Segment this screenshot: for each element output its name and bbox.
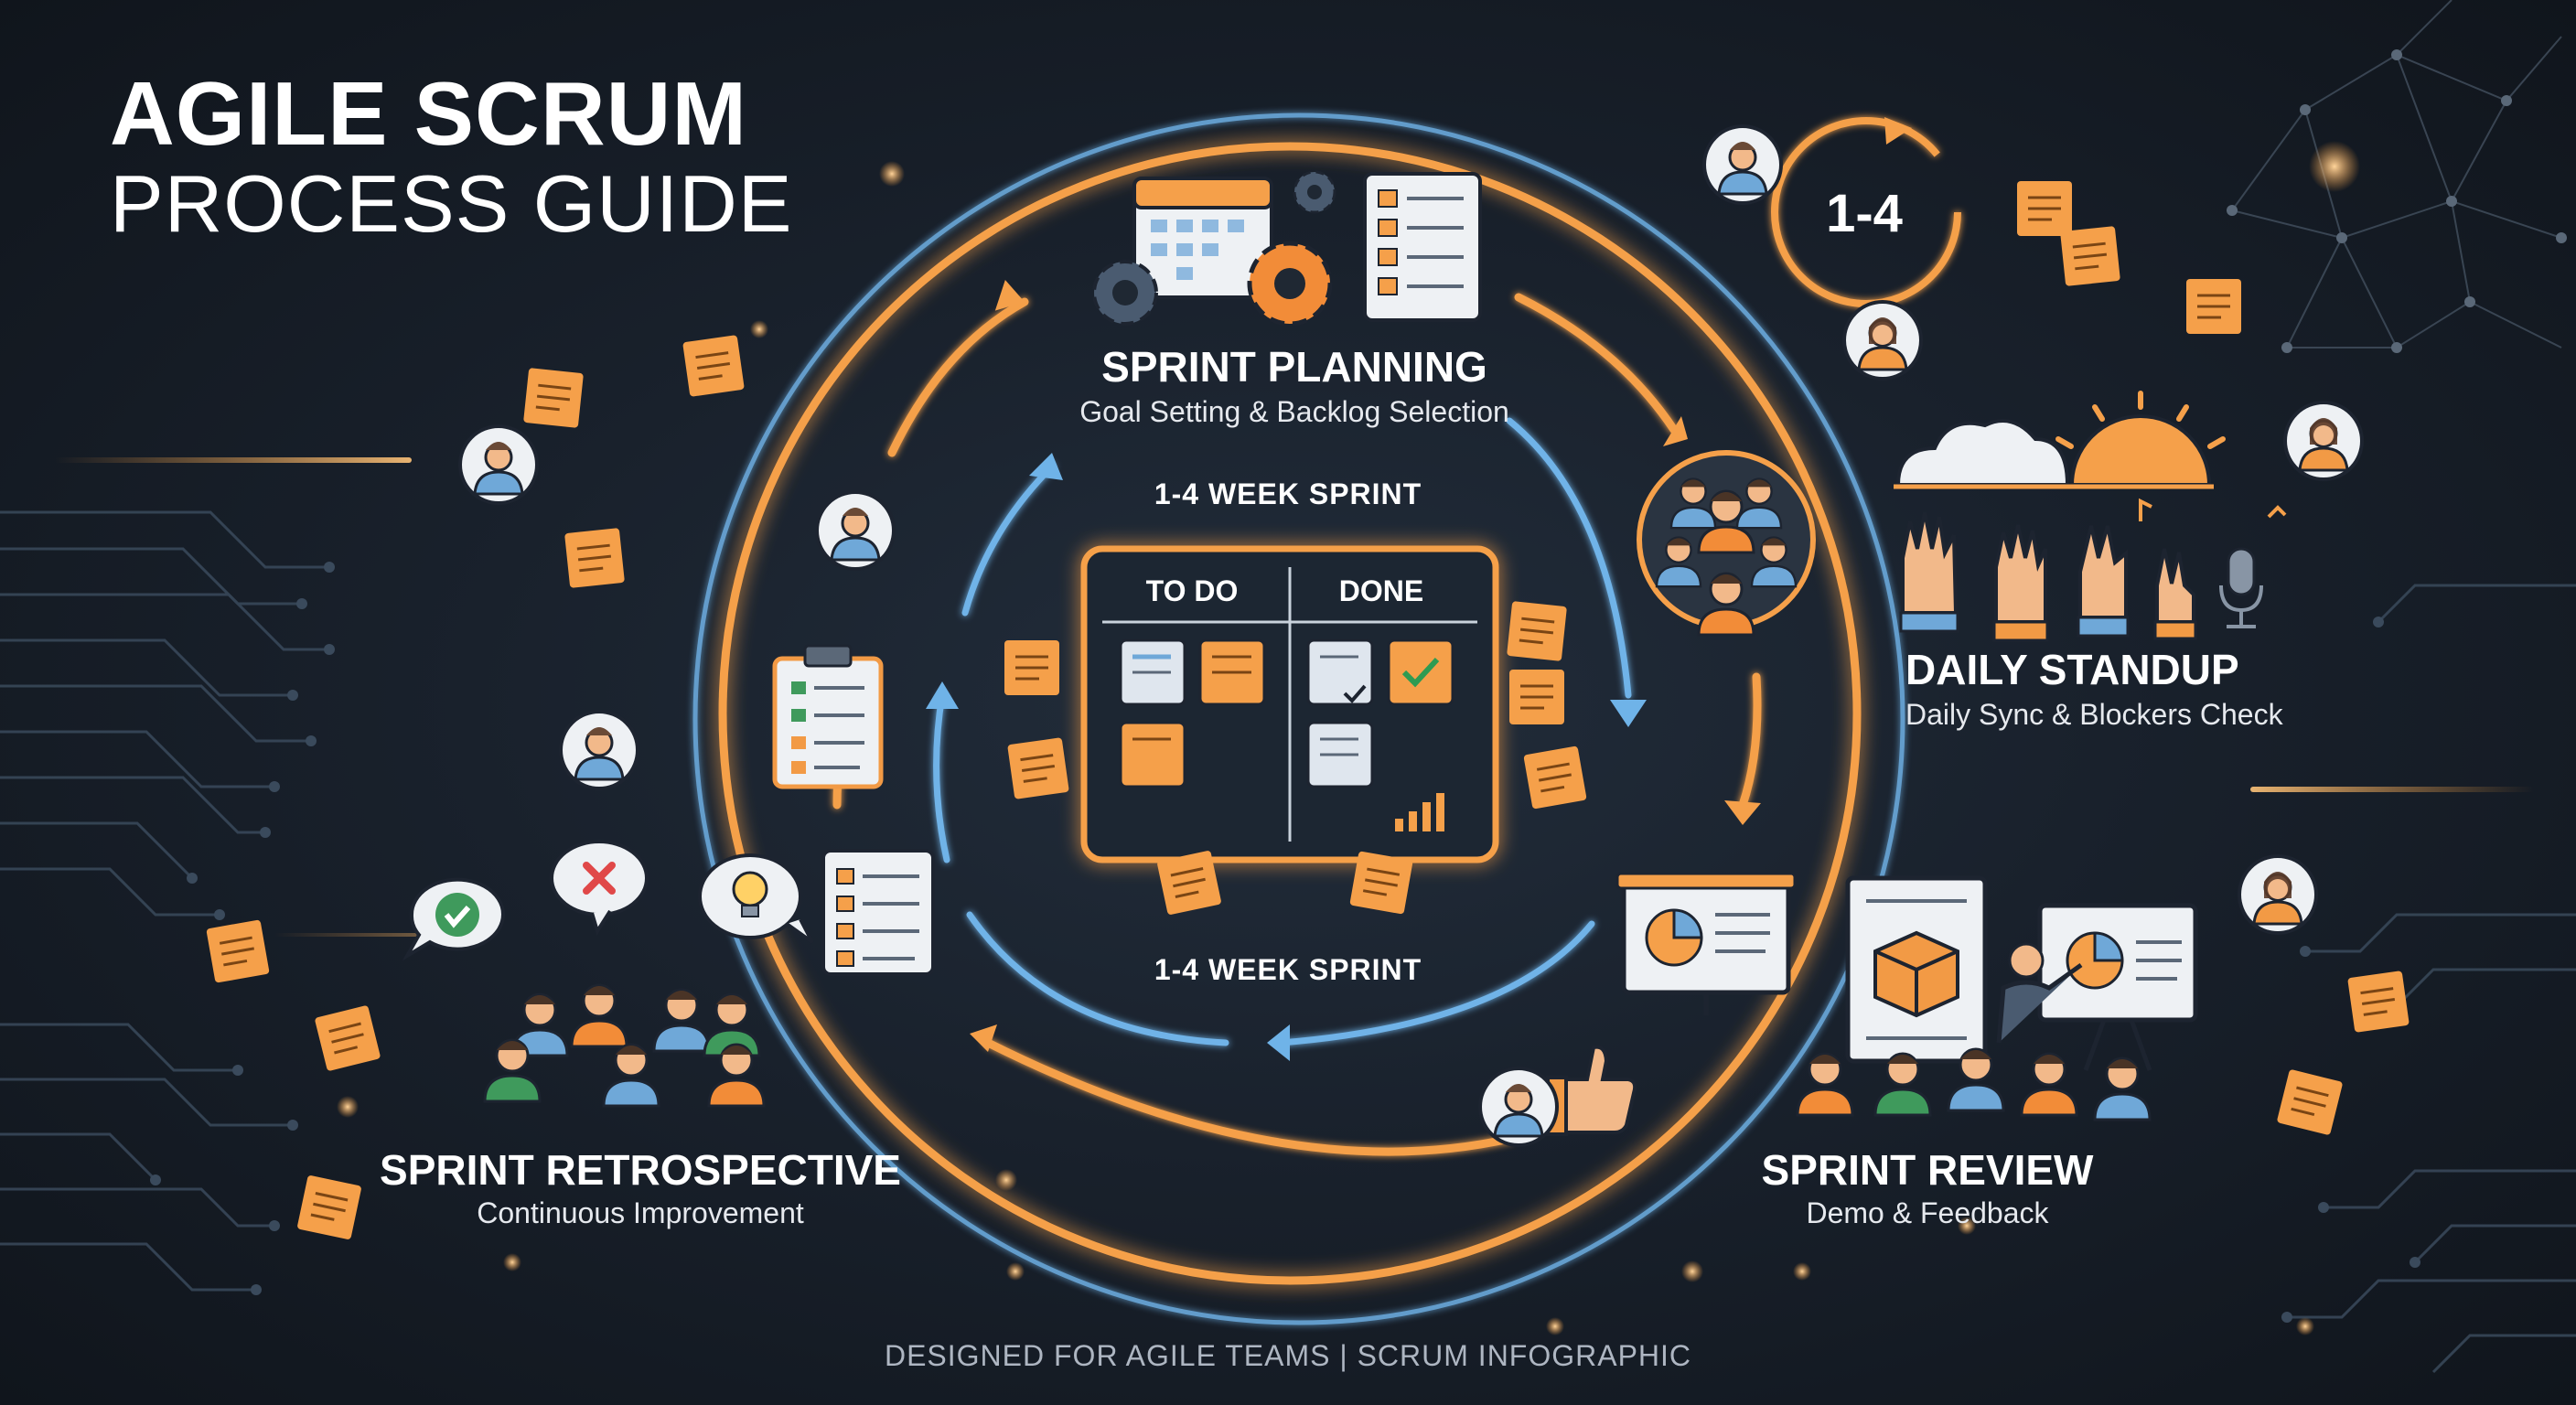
cloud-icon <box>1895 419 2070 487</box>
presenter <box>1996 942 2083 1044</box>
retro-team <box>483 983 766 1108</box>
checklist-icon <box>821 849 935 976</box>
checklist-icon <box>1363 172 1482 322</box>
presentation-icon <box>2037 903 2198 1071</box>
sprint-review-title: SPRINT REVIEW <box>1761 1146 2094 1194</box>
cross-icon <box>550 840 649 936</box>
team-icon <box>1637 450 1816 637</box>
raised-hands-icon <box>1899 511 2197 642</box>
package-icon <box>1873 930 1959 1018</box>
circuit-nodes-left <box>150 562 335 1295</box>
sprint-length-bottom-label: 1-4 WEEK SPRINT <box>1154 953 1422 986</box>
sprint-loop-arrows <box>933 417 1632 1046</box>
sprint-length-top-label: 1-4 WEEK SPRINT <box>1154 477 1422 510</box>
circuit-lines-left <box>0 510 329 1292</box>
page-title: AGILE SCRUM <box>110 63 747 164</box>
sprint-planning-title: SPRINT PLANNING <box>1101 343 1487 391</box>
sprint-planning-subtitle: Goal Setting & Backlog Selection <box>1079 395 1509 428</box>
gear-icon <box>1293 170 1336 214</box>
board-column-todo: TO DO <box>1145 574 1239 607</box>
circuit-lines-right <box>2287 584 2576 1374</box>
daily-standup-title: DAILY STANDUP <box>1905 646 2239 693</box>
microphone-icon <box>2219 547 2263 628</box>
presentation-icon <box>1615 872 1797 1015</box>
lightbulb-icon <box>698 853 814 944</box>
gear-icon <box>1092 260 1158 326</box>
board-card <box>1119 638 1454 788</box>
sprint-retrospective-subtitle: Continuous Improvement <box>477 1196 804 1229</box>
gear-icon <box>1247 241 1333 327</box>
outer-orange-ring <box>718 142 1862 1285</box>
sun-icon <box>1894 391 2226 489</box>
clipboard-icon <box>772 644 884 789</box>
page-subtitle: PROCESS GUIDE <box>110 158 793 249</box>
checkmark-icon <box>402 877 505 961</box>
sprint-retrospective-title: SPRINT RETROSPECTIVE <box>380 1146 901 1194</box>
footer-credit: DESIGNED FOR AGILE TEAMS | SCRUM INFOGRA… <box>884 1339 1692 1372</box>
daily-standup-subtitle: Daily Sync & Blockers Check <box>1905 698 2283 731</box>
bar-chart-icon <box>1395 793 1444 831</box>
kanban-board <box>1080 545 1499 863</box>
outer-blue-ring <box>692 113 1905 1325</box>
thumbs-up-icon <box>1546 1045 1637 1136</box>
sprint-review-subtitle: Demo & Feedback <box>1806 1196 2049 1229</box>
board-column-done: DONE <box>1338 574 1424 607</box>
daily-cycle-label: 1-4 <box>1826 184 1903 243</box>
calendar-icon <box>1132 177 1273 299</box>
